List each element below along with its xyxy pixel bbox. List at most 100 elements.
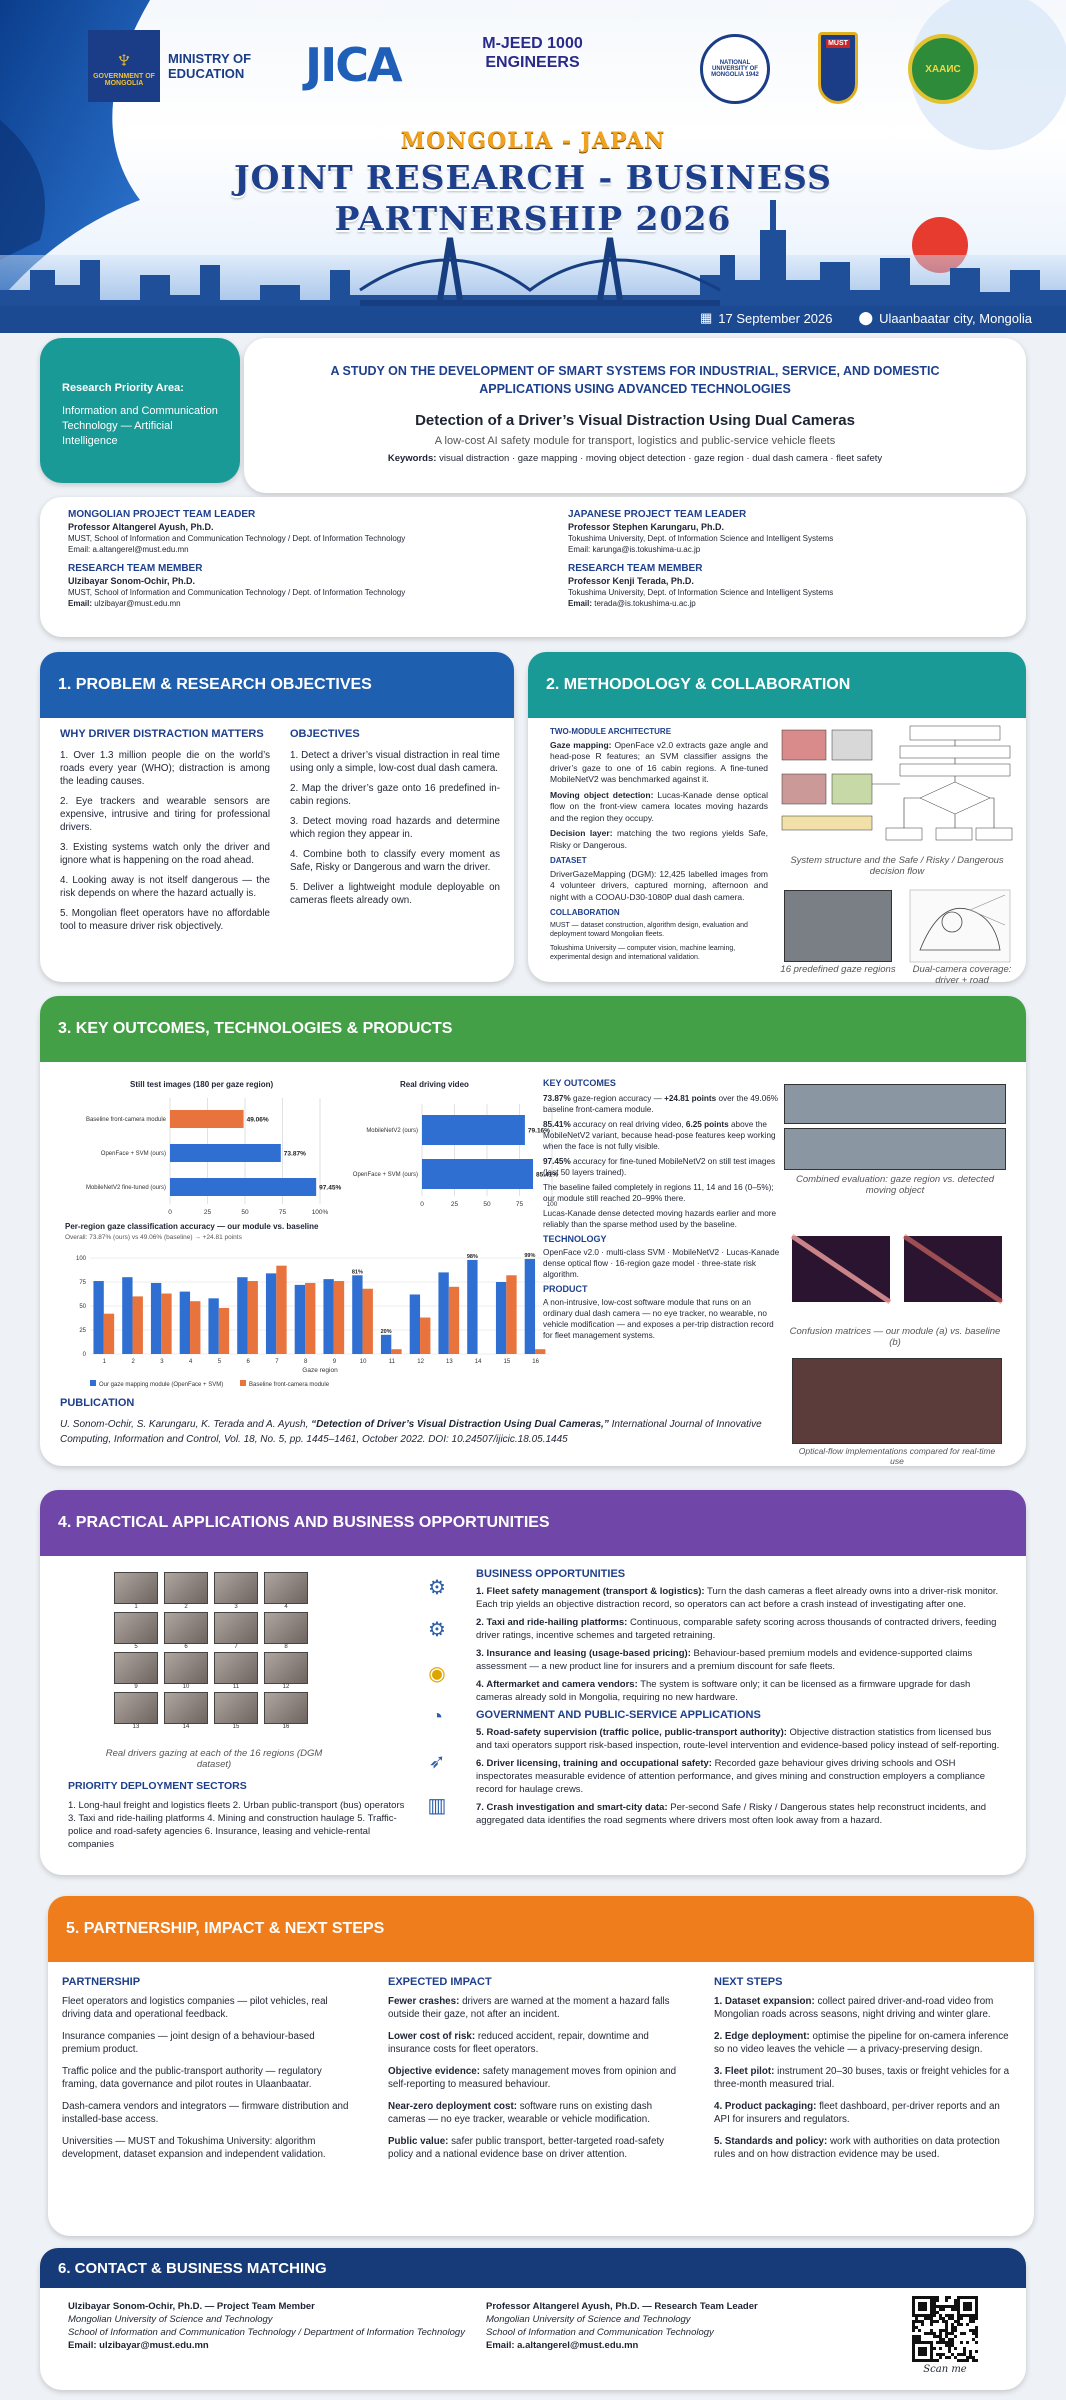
contact-2: Professor Altangerel Ayush, Ph.D. — Rese… (486, 2301, 758, 2351)
section-4-title: 4. PRACTICAL APPLICATIONS AND BUSINESS O… (40, 1490, 1026, 1556)
legend-swatch (240, 1380, 246, 1386)
qr-module (957, 2320, 960, 2323)
qr-module (933, 2320, 936, 2323)
category-label: MobileNetV2 fine-tuned (ours) (86, 1185, 166, 1191)
banner-title-line3: PARTNERSHIP 2026 (334, 199, 732, 238)
qr-module (939, 2356, 942, 2359)
why-column: WHY DRIVER DISTRACTION MATTERS 1. Over 1… (60, 728, 270, 932)
qr-module (951, 2332, 954, 2335)
qr-module (966, 2359, 969, 2362)
qr-module (951, 2353, 954, 2356)
x-tick-label: 13 (446, 1359, 453, 1365)
qr-module (951, 2326, 954, 2329)
driver-photo (114, 1612, 158, 1644)
qr-module (939, 2335, 942, 2338)
x-tick-label: 3 (160, 1359, 164, 1365)
qr-module (969, 2353, 972, 2356)
japanese-team: JAPANESE PROJECT TEAM LEADER Professor S… (568, 509, 834, 608)
data-label: 99% (524, 1253, 535, 1259)
contact-1: Ulzibayar Sonom-Ochir, Ph.D. — Project T… (68, 2301, 465, 2351)
qr-module (951, 2323, 954, 2326)
deployment-sectors: PRIORITY DEPLOYMENT SECTORS 1. Long-haul… (68, 1780, 405, 1850)
x-tick-label: 15 (504, 1359, 511, 1365)
dual-camera-sketch (909, 889, 1011, 963)
qr-module (963, 2350, 966, 2353)
publication: PUBLICATION U. Sonom-Ochir, S. Karungaru… (60, 1397, 762, 1445)
impact-item: Lower cost of risk: reduced accident, re… (388, 2031, 649, 2055)
banner-title-line2: JOINT RESEARCH - BUSINESS (234, 158, 832, 197)
qr-code-icon[interactable] (912, 2296, 978, 2362)
qr-module (951, 2329, 954, 2332)
qr-module (936, 2299, 939, 2302)
government-logo: ♆ GOVERNMENT OF MONGOLIA MINISTRY OF EDU… (88, 30, 268, 102)
driver-photo-label: 9 (134, 1684, 138, 1690)
qr-module (936, 2311, 939, 2314)
x-tick-label: 5 (218, 1359, 222, 1365)
data-label: 98% (467, 1254, 478, 1260)
legend-label: Our gaze mapping module (OpenFace + SVM) (99, 1382, 223, 1388)
qr-module (972, 2359, 975, 2362)
next-step-item: 3. Fleet pilot: instrument 20–30 buses, … (714, 2066, 1010, 2090)
qr-module (966, 2323, 969, 2326)
section-5-card: 5. PARTNERSHIP, IMPACT & NEXT STEPS PART… (48, 1896, 1034, 2236)
qr-module (915, 2335, 918, 2338)
driver-photo (164, 1612, 208, 1644)
driver-photo (214, 1612, 258, 1644)
qr-module (939, 2314, 942, 2317)
gears-icon: ⚙ (428, 1618, 446, 1641)
bar (506, 1275, 517, 1354)
bar (276, 1265, 287, 1354)
section-2-card: 2. METHODOLOGY & COLLABORATION TWO-MODUL… (528, 652, 1026, 986)
qr-module (951, 2341, 954, 2344)
partnership-item: Traffic police and the public-transport … (62, 2066, 322, 2090)
mjeed-logo: M-JEED 1000 ENGINEERS (482, 35, 583, 71)
chart3-title: Per-region gaze classification accuracy … (65, 1222, 319, 1231)
data-label: 73.87% (284, 1151, 306, 1158)
driver-photo (114, 1692, 158, 1724)
legend-swatch (90, 1380, 96, 1386)
qr-module (945, 2326, 948, 2329)
x-tick-label: 50 (483, 1201, 491, 1208)
driver-photo-label: 5 (134, 1644, 138, 1650)
section-4-card: 4. PRACTICAL APPLICATIONS AND BUSINESS O… (40, 1490, 1026, 1875)
bar (294, 1284, 306, 1354)
qr-module (969, 2356, 972, 2359)
driver-photo-label: 4 (284, 1604, 288, 1610)
qr-module (960, 2353, 963, 2356)
qr-module (912, 2338, 915, 2341)
qr-module (933, 2305, 936, 2308)
qr-module (942, 2338, 945, 2341)
qr-module (945, 2296, 948, 2299)
y-tick-label: 25 (79, 1328, 86, 1334)
impact-column: EXPECTED IMPACT Fewer crashes: drivers a… (388, 1976, 688, 2170)
bar (380, 1334, 392, 1354)
caption-confusion: Confusion matrices — our module (a) vs. … (789, 1326, 1001, 1348)
caption-dual-camera: Dual-camera coverage: driver + road (912, 964, 1012, 986)
driver-photo-label: 7 (234, 1644, 238, 1650)
qr-module (954, 2356, 957, 2359)
business-opportunities: BUSINESS OPPORTUNITIES 1. Fleet safety m… (476, 1568, 1006, 1832)
qr-module (975, 2350, 978, 2353)
driver-photo-label: 2 (184, 1604, 188, 1610)
caption-optical-flow: Optical-flow implementations compared fo… (798, 1446, 996, 1466)
government-item: 5. Road-safety supervision (traffic poli… (476, 1727, 1000, 1751)
qr-module (951, 2317, 954, 2320)
qr-module (939, 2338, 942, 2341)
study-subtitle: Detection of a Driver’s Visual Distracti… (415, 412, 855, 429)
qr-module (939, 2341, 942, 2344)
qr-finder (963, 2302, 972, 2311)
qr-module (948, 2332, 951, 2335)
qr-module (912, 2323, 915, 2326)
priority-text: Information and Communication Technology… (62, 405, 218, 447)
driver-photo-label: 14 (182, 1724, 190, 1730)
bar (420, 1317, 431, 1354)
qr-module (963, 2347, 966, 2350)
bar (237, 1277, 248, 1354)
why-item: 1. Over 1.3 million people die on the wo… (60, 750, 270, 787)
qr-finder (918, 2302, 927, 2311)
next-steps-column: NEXT STEPS 1. Dataset expansion: collect… (714, 1976, 1014, 2170)
x-tick-label: 16 (532, 1359, 539, 1365)
data-label: 20% (381, 1329, 392, 1335)
qr-module (969, 2350, 972, 2353)
